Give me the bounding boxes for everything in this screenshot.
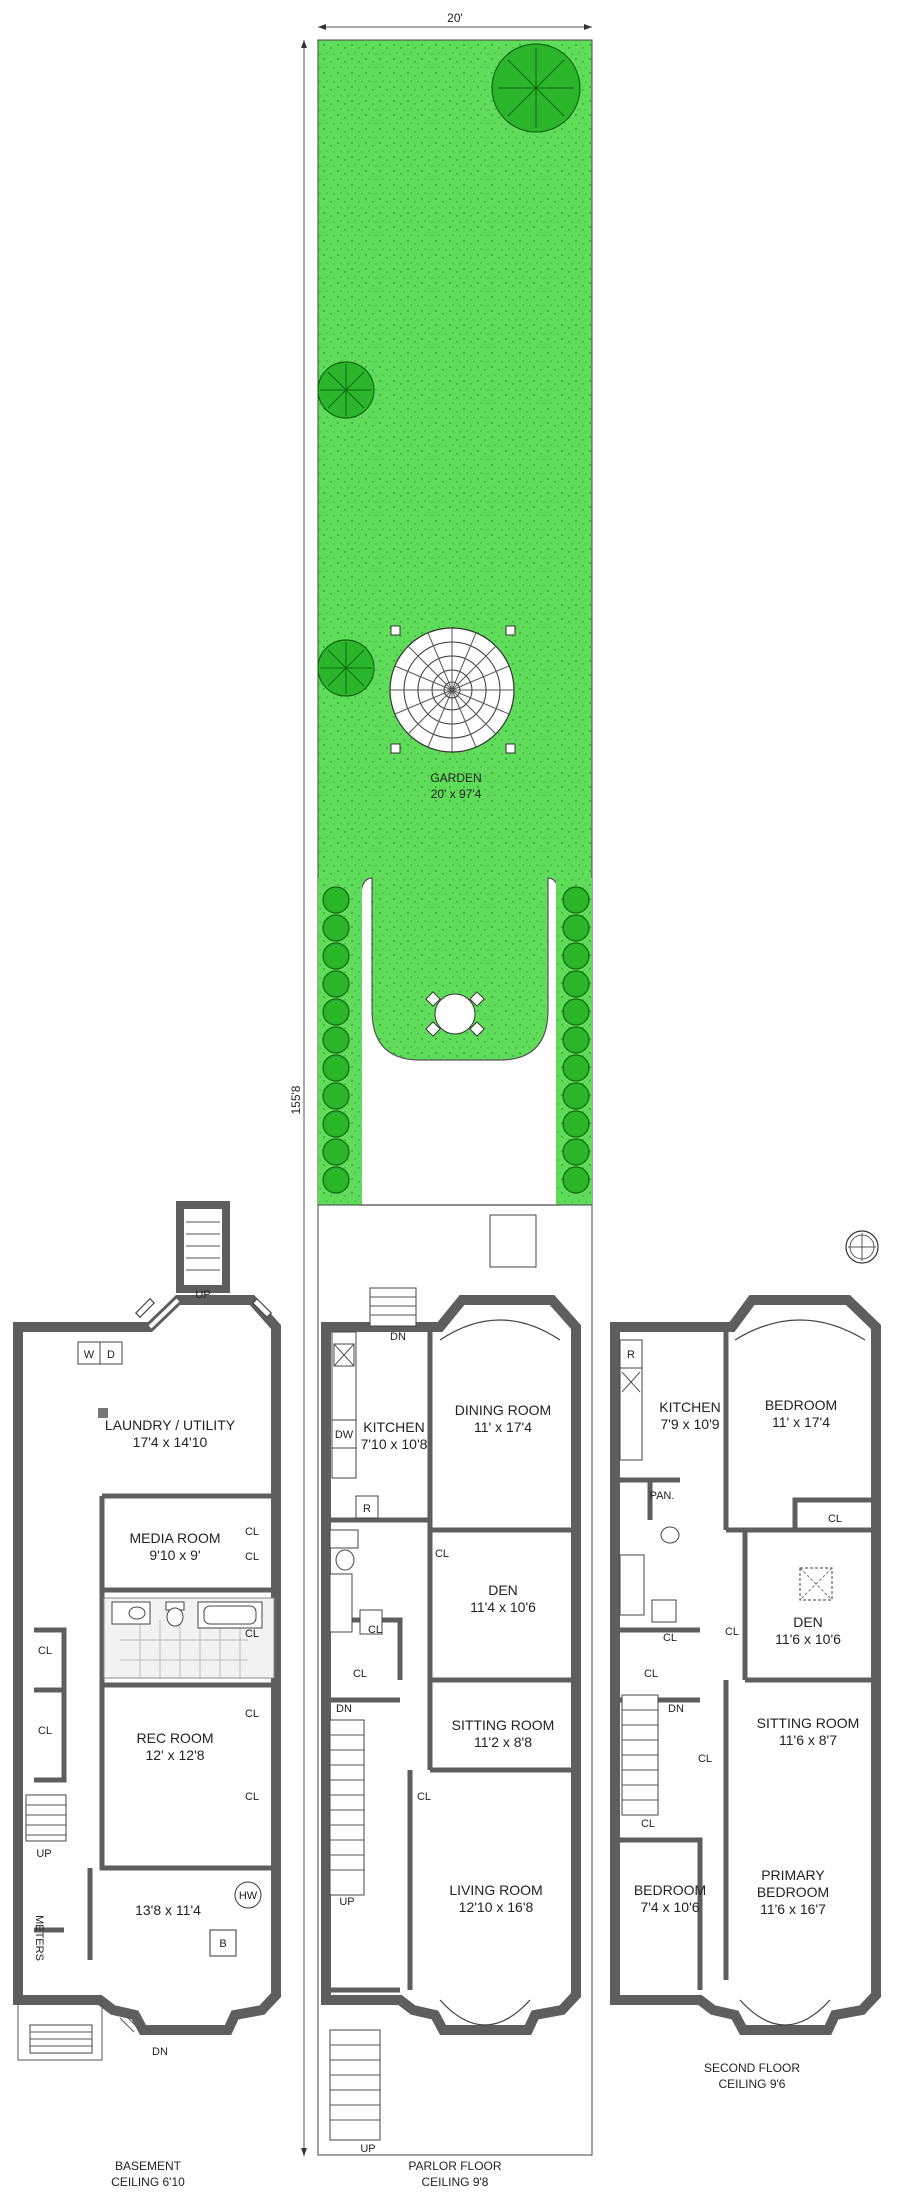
basement-title: BASEMENT bbox=[115, 2159, 182, 2173]
closet-label: CL bbox=[38, 1645, 52, 1657]
basement-front-steps bbox=[29, 2024, 93, 2054]
second-room-name: BEDROOM bbox=[765, 1397, 837, 1413]
closet-label: CL bbox=[245, 1708, 259, 1720]
parlor-plan: DN DW R DN UP UP CL CL CL CL bbox=[321, 1287, 581, 2189]
basement-ceiling: CEILING 6'10 bbox=[111, 2175, 185, 2189]
compass-icon bbox=[845, 1230, 879, 1264]
pantry-label: PAN. bbox=[650, 1490, 675, 1502]
parlor-ceiling: CEILING 9'8 bbox=[422, 2175, 489, 2189]
closet-label: CL bbox=[644, 1668, 658, 1680]
second-room-name: PRIMARY bbox=[761, 1867, 825, 1883]
second-stair-dn-label: DN bbox=[668, 1703, 684, 1715]
closet-label: CL bbox=[38, 1725, 52, 1737]
second-floor-plan: R PAN. DN CL CL CL CL CL CL KITCHEN 7'9 … bbox=[610, 1230, 881, 2091]
second-room-name: BEDROOM bbox=[634, 1882, 706, 1898]
basement-room-dims: 17'4 x 14'10 bbox=[133, 1434, 208, 1450]
basement-room-name: LAUNDRY / UTILITY bbox=[105, 1417, 236, 1433]
parlor-stair-up-label: UP bbox=[339, 1896, 354, 1908]
floor-drain-icon bbox=[98, 1408, 108, 1418]
garden-name: GARDEN bbox=[430, 771, 481, 785]
water-heater-label: HW bbox=[239, 1890, 258, 1902]
closet-label: CL bbox=[245, 1551, 259, 1563]
closet-label: CL bbox=[828, 1513, 842, 1525]
closet-label: CL bbox=[663, 1632, 677, 1644]
parlor-room-name: DEN bbox=[488, 1582, 518, 1598]
closet-label: CL bbox=[641, 1818, 655, 1830]
parlor-room-name: DINING ROOM bbox=[455, 1402, 551, 1418]
frontage-label: 20' bbox=[447, 11, 463, 25]
parlor-stoop-up-label: UP bbox=[360, 2143, 375, 2155]
rear-extension bbox=[489, 1214, 537, 1268]
basement-dn-label: DN bbox=[152, 2046, 168, 2058]
boiler bbox=[209, 1929, 237, 1957]
dishwasher-label: DW bbox=[335, 1429, 354, 1441]
closet-label: CL bbox=[725, 1626, 739, 1638]
basement-room-dims: 13'8 x 11'4 bbox=[135, 1902, 201, 1918]
meters-label: METERS bbox=[33, 1915, 45, 1961]
second-room-dims: 11' x 17'4 bbox=[772, 1414, 830, 1430]
dryer bbox=[99, 1341, 123, 1365]
parlor-dn-label: DN bbox=[390, 1331, 406, 1343]
basement-room-name: MEDIA ROOM bbox=[129, 1530, 220, 1546]
second-ceiling: CEILING 9'6 bbox=[719, 2077, 786, 2091]
patio-table bbox=[425, 991, 485, 1037]
second-room-name: KITCHEN bbox=[659, 1399, 720, 1415]
closet-label: CL bbox=[245, 1791, 259, 1803]
tree-icon bbox=[317, 639, 375, 697]
dryer-label: D bbox=[107, 1349, 115, 1361]
refrigerator-label: R bbox=[627, 1349, 635, 1361]
closet-label: CL bbox=[353, 1668, 367, 1680]
tree-icon bbox=[317, 361, 375, 419]
basement-bathroom bbox=[103, 1597, 275, 1679]
basement-up-label: UP bbox=[36, 1848, 51, 1860]
parlor-title: PARLOR FLOOR bbox=[408, 2159, 501, 2173]
circular-patio bbox=[389, 625, 516, 754]
parlor-room-name: SITTING ROOM bbox=[452, 1717, 555, 1733]
closet-label: CL bbox=[698, 1753, 712, 1765]
frontage-dimension: 20' bbox=[318, 11, 592, 30]
left-hedge bbox=[322, 886, 350, 1194]
right-hedge bbox=[562, 886, 590, 1194]
tree-icon bbox=[491, 43, 581, 133]
second-room-dims: 11'6 x 10'6 bbox=[775, 1631, 841, 1647]
parlor-room-dims: 11'4 x 10'6 bbox=[470, 1599, 536, 1615]
second-room-name: SITTING ROOM bbox=[757, 1715, 860, 1731]
closet-label: CL bbox=[368, 1624, 382, 1636]
closet-label: CL bbox=[245, 1526, 259, 1538]
basement-room-name: REC ROOM bbox=[137, 1730, 214, 1746]
parlor-room-dims: 12'10 x 16'8 bbox=[459, 1899, 534, 1915]
depth-label: 155'8 bbox=[289, 1085, 303, 1114]
basement-room-dims: 9'10 x 9' bbox=[149, 1547, 200, 1563]
basement-rear-up-label: UP bbox=[195, 1289, 210, 1301]
basement-plan: UP W D HW B bbox=[13, 1201, 281, 2189]
closet-label: CL bbox=[435, 1548, 449, 1560]
second-room-dims: 11'6 x 16'7 bbox=[760, 1901, 826, 1917]
second-room-dims: 7'9 x 10'9 bbox=[660, 1416, 719, 1432]
parlor-room-name: LIVING ROOM bbox=[449, 1882, 542, 1898]
garden: GARDEN 20' x 97'4 bbox=[317, 39, 593, 1206]
second-title: SECOND FLOOR bbox=[704, 2061, 800, 2075]
parlor-room-dims: 7'10 x 10'8 bbox=[361, 1436, 428, 1452]
closet-label: CL bbox=[245, 1628, 259, 1640]
parlor-room-name: KITCHEN bbox=[363, 1419, 424, 1435]
boiler-label: B bbox=[219, 1938, 226, 1950]
water-heater bbox=[234, 1881, 262, 1909]
parlor-stair-dn-label: DN bbox=[336, 1703, 352, 1715]
garden-dims: 20' x 97'4 bbox=[431, 787, 482, 801]
garden-paved-area bbox=[359, 877, 561, 1206]
parlor-room-dims: 11'2 x 8'8 bbox=[474, 1734, 532, 1750]
second-room-name: DEN bbox=[793, 1614, 823, 1630]
parlor-room-dims: 11' x 17'4 bbox=[474, 1419, 532, 1435]
refrigerator-label: R bbox=[363, 1503, 371, 1515]
second-room-dims: 7'4 x 10'6 bbox=[640, 1899, 699, 1915]
second-room-dims: 11'6 x 8'7 bbox=[779, 1732, 837, 1748]
basement-room-dims: 12' x 12'8 bbox=[145, 1747, 204, 1763]
washer-label: W bbox=[84, 1349, 95, 1361]
second-room-name: BEDROOM bbox=[757, 1884, 829, 1900]
depth-dimension: 155'8 bbox=[289, 40, 307, 2156]
closet-label: CL bbox=[417, 1791, 431, 1803]
